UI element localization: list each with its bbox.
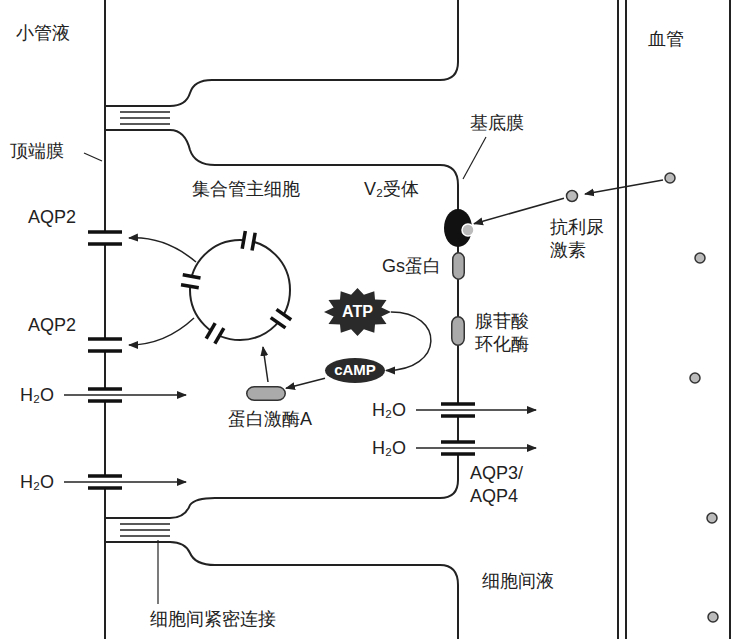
vesicle-channel bbox=[181, 275, 200, 288]
label: 小管液 bbox=[16, 22, 70, 45]
label: AQP3/ AQP4 bbox=[470, 462, 532, 507]
node-shape bbox=[452, 252, 465, 280]
hormone-dot bbox=[567, 191, 578, 202]
protein-capsule bbox=[452, 317, 465, 346]
aqp34-channel bbox=[441, 402, 475, 406]
insertion-arrow bbox=[129, 238, 196, 262]
aqp34-channel bbox=[441, 440, 475, 444]
tight-junction bbox=[120, 529, 170, 531]
hormone-dot bbox=[690, 373, 700, 383]
node-shape bbox=[564, 188, 580, 204]
node-label: ATP bbox=[342, 302, 373, 322]
tight-junction bbox=[120, 123, 170, 125]
vessel-wall bbox=[625, 0, 627, 639]
label: H₂O bbox=[372, 399, 406, 422]
leader-line bbox=[157, 540, 158, 604]
node-shape bbox=[444, 208, 474, 248]
water-arrow bbox=[64, 394, 186, 396]
hormone-dot bbox=[708, 612, 718, 622]
aqp2-channel bbox=[271, 318, 286, 328]
label: AQP2 bbox=[28, 206, 76, 229]
principal-cell bbox=[105, 130, 458, 518]
protein-capsule bbox=[247, 387, 286, 401]
activation-arrow bbox=[263, 347, 268, 382]
tight-junction bbox=[120, 111, 170, 113]
connector-arrow bbox=[286, 378, 325, 388]
apical-membrane bbox=[104, 0, 106, 639]
protein-capsule bbox=[453, 253, 465, 280]
atp-star: ATP bbox=[324, 288, 391, 336]
vesicle-channel bbox=[242, 231, 255, 250]
leader-line bbox=[463, 137, 486, 179]
label: 血管 bbox=[648, 28, 684, 51]
label: H₂O bbox=[20, 384, 54, 407]
tight-junction bbox=[120, 117, 170, 119]
kinase: 蛋白激酶A bbox=[246, 386, 286, 401]
bound-hormone bbox=[462, 224, 474, 236]
hormone: 抗利尿 激素 bbox=[564, 188, 580, 204]
hormone-dot bbox=[695, 253, 705, 263]
node-label: 抗利尿 激素 bbox=[550, 216, 609, 261]
hormone-dot bbox=[665, 173, 675, 183]
label: 细胞间液 bbox=[482, 570, 554, 593]
aqp2-channel bbox=[88, 242, 122, 246]
node-label: cAMP bbox=[334, 361, 376, 380]
node-shape bbox=[451, 316, 465, 346]
label: 细胞间紧密连接 bbox=[150, 608, 276, 631]
insertion-arrow bbox=[129, 318, 194, 345]
leader-line bbox=[84, 153, 102, 161]
enzyme: 腺苷酸 环化酶 bbox=[451, 316, 465, 346]
vesicle bbox=[190, 240, 290, 340]
node-label: V₂受体 bbox=[364, 178, 419, 201]
node-shape bbox=[246, 386, 286, 401]
aqp2-channel bbox=[252, 233, 255, 251]
water-arrow bbox=[416, 409, 536, 411]
aqp2-channel bbox=[88, 486, 122, 490]
receptor: V₂受体 bbox=[444, 208, 474, 248]
star-burst bbox=[324, 288, 391, 336]
label: AQP2 bbox=[28, 314, 76, 337]
release-arrow bbox=[585, 180, 663, 194]
water-arrow bbox=[64, 481, 186, 483]
aqp34-channel bbox=[441, 452, 475, 456]
aqp2-channel bbox=[88, 387, 122, 391]
oval-shape bbox=[325, 358, 385, 383]
camp-oval: cAMP bbox=[325, 358, 385, 383]
label: H₂O bbox=[372, 437, 406, 460]
aqp2-channel bbox=[215, 328, 224, 344]
aqp34-channel bbox=[441, 414, 475, 418]
vessel-wall bbox=[729, 0, 731, 639]
vesicle-channel bbox=[206, 323, 224, 344]
channel-gap bbox=[99, 233, 111, 243]
g-protein: Gs蛋白 bbox=[452, 252, 465, 280]
upper-cell bbox=[105, 0, 458, 106]
label: 顶端膜 bbox=[10, 140, 64, 163]
aqp2-channel bbox=[181, 285, 199, 288]
aqp2-channel bbox=[276, 309, 291, 319]
aqp2-channel bbox=[242, 231, 245, 249]
tight-junction bbox=[120, 523, 170, 525]
tight-junction bbox=[120, 535, 170, 537]
connector-arrow bbox=[386, 312, 431, 371]
vesicle-channel bbox=[271, 309, 291, 328]
aqp2-channel bbox=[183, 275, 201, 278]
label: 集合管主细胞 bbox=[192, 178, 300, 201]
hormone-dot bbox=[707, 513, 717, 523]
aqp2-channel bbox=[206, 323, 215, 339]
aqp2-channel bbox=[88, 230, 122, 234]
aqp2-channel bbox=[88, 399, 122, 403]
label: H₂O bbox=[20, 471, 54, 494]
label: 基底膜 bbox=[470, 112, 524, 135]
water-arrow bbox=[416, 447, 536, 449]
node-label: 蛋白激酶A bbox=[228, 408, 312, 431]
aqp2-channel bbox=[88, 474, 122, 478]
aqp2-channel bbox=[88, 337, 122, 341]
node-label: 腺苷酸 环化酶 bbox=[475, 310, 534, 355]
channel-gap bbox=[99, 340, 111, 350]
aqp2-channel bbox=[88, 349, 122, 353]
vessel-wall bbox=[617, 0, 619, 639]
node-label: Gs蛋白 bbox=[382, 255, 441, 278]
